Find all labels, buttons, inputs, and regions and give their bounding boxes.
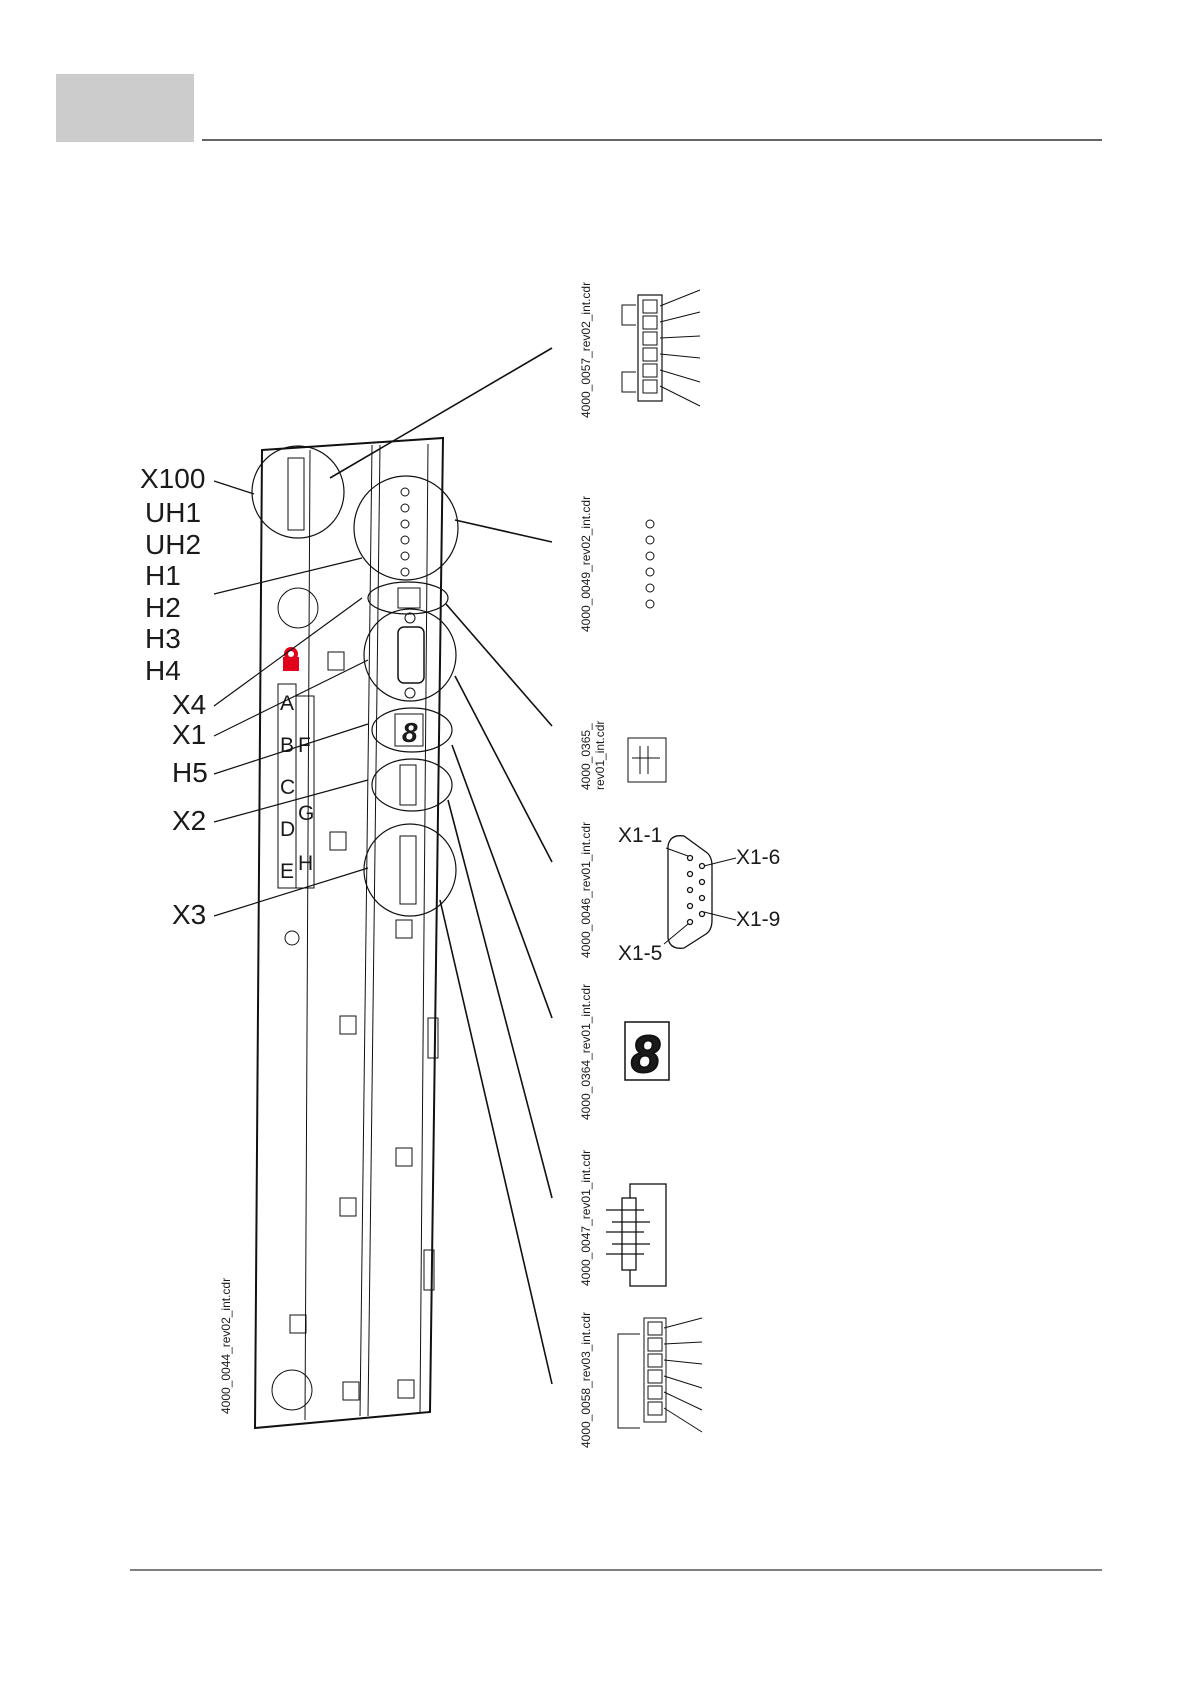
detail-x3-terminal xyxy=(618,1318,702,1432)
detail-led-column xyxy=(646,520,654,608)
x100-terminal xyxy=(288,458,304,530)
detail-h5-digit: 8 xyxy=(631,1026,660,1084)
db9-pin-x1-9: X1-9 xyxy=(736,908,780,931)
panel-letter-c: C xyxy=(280,776,295,799)
filename-0044: 4000_0044_rev02_int.cdr xyxy=(219,1278,233,1414)
panel-letter-a: A xyxy=(280,692,294,715)
label-h4: H4 xyxy=(145,655,181,686)
db9-pin-x1-6: X1-6 xyxy=(736,846,780,869)
detail-h5-display: 8 xyxy=(625,1022,669,1084)
db9-pin-x1-5: X1-5 xyxy=(618,942,662,965)
label-x100: X100 xyxy=(140,463,205,494)
brand-logo xyxy=(283,647,299,671)
x1-db9-connector xyxy=(398,627,424,683)
filename-0365-line2: rev01_int.cdr xyxy=(593,721,607,790)
panel-letter-d: D xyxy=(280,818,295,841)
label-h3: H3 xyxy=(145,623,181,654)
label-x4: X4 xyxy=(172,689,206,720)
filename-0058: 4000_0058_rev03_int.cdr xyxy=(579,1312,593,1448)
filename-0049: 4000_0049_rev02_int.cdr xyxy=(579,496,593,632)
x2-connector xyxy=(400,765,416,805)
label-h2: H2 xyxy=(145,592,181,623)
panel-letter-e: E xyxy=(280,860,294,883)
h5-digit: 8 xyxy=(402,717,418,748)
db9-pin-x1-1: X1-1 xyxy=(618,824,662,847)
label-uh2: UH2 xyxy=(145,529,201,560)
panel-letter-g: G xyxy=(298,802,314,825)
label-uh1: UH1 xyxy=(145,497,201,528)
panel-letter-h: H xyxy=(298,852,313,875)
label-x1: X1 xyxy=(172,719,206,750)
filename-0364: 4000_0364_rev01_int.cdr xyxy=(579,984,593,1120)
label-x2: X2 xyxy=(172,805,206,836)
label-h1: H1 xyxy=(145,560,181,591)
detail-x100-terminal xyxy=(622,290,700,406)
detail-x4-connector xyxy=(628,738,666,782)
filename-0057: 4000_0057_rev02_int.cdr xyxy=(579,282,593,418)
x4-connector xyxy=(398,588,420,608)
label-x3: X3 xyxy=(172,899,206,930)
label-h5: H5 xyxy=(172,757,208,788)
panel-outline xyxy=(255,438,443,1428)
header-tab-box xyxy=(56,74,194,142)
panel-letter-b: B xyxy=(280,734,294,757)
control-panel-drawing: 8 A B C D E F G H xyxy=(252,438,458,1428)
filename-0047: 4000_0047_rev01_int.cdr xyxy=(579,1150,593,1286)
filename-0046: 4000_0046_rev01_int.cdr xyxy=(579,822,593,958)
detail-x2-connector xyxy=(606,1184,666,1286)
detail-x1-db9 xyxy=(664,836,736,949)
filename-0365-line1: 4000_0365_ xyxy=(579,723,593,790)
x3-terminal xyxy=(400,836,416,904)
